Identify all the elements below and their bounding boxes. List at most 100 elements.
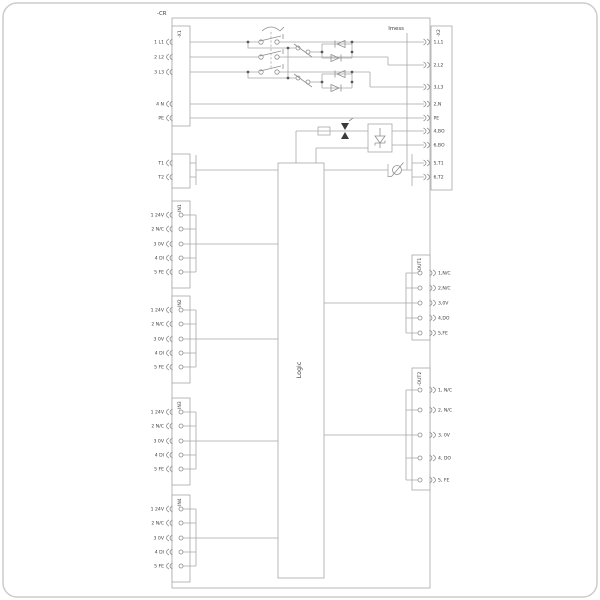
x2-pin-label: 6,BO	[434, 143, 445, 149]
in-pin-label: 2 N/C	[151, 322, 164, 328]
connector-in1: -IN1 1 24V 2 N/C 3 0V 4 DI 5 FE	[151, 200, 278, 289]
current-measurement: Imess	[388, 26, 408, 170]
x2-pin-label: 2,L2	[434, 63, 444, 69]
x2-pin-bo1: 4,BO	[423, 127, 445, 135]
out-pin-label: 1, N/C	[438, 388, 452, 394]
x2-pin-bo2: 6,BO	[423, 141, 445, 149]
in1-pin-3: 3 0V	[154, 240, 184, 248]
in2-pin-2: 2 N/C	[151, 320, 184, 328]
thyristor-pair-l1	[321, 39, 353, 63]
x2-pin-label: 3,L3	[434, 85, 444, 91]
in4-pin-2: 2 N/C	[151, 519, 184, 527]
in1-pin-4: 4 DI	[155, 254, 184, 262]
power-supply-box	[367, 123, 393, 153]
out2-pin-5: 5, FE	[417, 476, 449, 484]
in-pin-label: 3 0V	[154, 536, 165, 542]
main-contact-l2	[258, 49, 284, 60]
in-pin-label: 5 FE	[154, 365, 164, 371]
x1-pin-l1: 1 L1	[154, 38, 173, 46]
in4-pin-1: 1 24V	[151, 505, 184, 513]
out2-pin-2: 2, N/C	[417, 406, 452, 414]
tvs-diode-icon	[341, 117, 354, 139]
thyristor-pair-l3	[321, 69, 353, 93]
junction-dots	[246, 40, 354, 84]
fuse-icon	[317, 126, 331, 136]
x2-pin-label: PE	[434, 116, 440, 122]
diode-icon	[336, 69, 346, 79]
x2-pin-label: 6,T2	[434, 175, 444, 181]
in-pin-label: 4 DI	[155, 550, 164, 556]
in3-pin-4: 4 DI	[155, 451, 184, 459]
x2-pin-label: 1,L1	[434, 40, 444, 46]
thermistor-circuit	[190, 154, 424, 186]
in-pin-label: 5 FE	[154, 467, 164, 473]
logic-block: Logic	[277, 162, 325, 579]
x1-pin-label: PE	[158, 116, 164, 122]
in-pin-label: 5 FE	[154, 564, 164, 570]
out-pin-label: 5, FE	[438, 478, 449, 484]
in-pin-label: 4 DI	[155, 351, 164, 357]
in3-pin-3: 3 0V	[154, 437, 184, 445]
connector-in3: -IN3 1 24V 2 N/C 3 0V 4 DI 5 FE	[151, 397, 278, 486]
in3-pin-1: 1 24V	[151, 408, 184, 416]
main-contact-l3	[258, 64, 284, 75]
x1-pin-label: T2	[157, 175, 164, 181]
x2-pin-t1: 5,T1	[423, 159, 444, 167]
in1-pin-1: 1 24V	[151, 211, 184, 219]
in2-ref-label: -IN2	[177, 299, 183, 308]
x2-pin-l1: 1,L1	[423, 38, 444, 46]
bypass-contact-l3	[293, 73, 313, 88]
t1-t2-left-wires	[190, 155, 278, 185]
out-pin-label: 3,0V	[438, 301, 449, 307]
in-pin-label: 1 24V	[151, 507, 165, 513]
out-pin-label: 3, 0V	[438, 433, 451, 439]
out-pin-label: 4, DO	[438, 456, 451, 462]
out-pin-label: 5,FE	[438, 331, 448, 337]
x2-pin-label: 4,BO	[434, 129, 445, 135]
connector-out2: -OUT2 1, N/C 2, N/C 3, 0V 4, DO 5, FE	[324, 367, 452, 491]
x1-pin-t2: T2	[157, 173, 173, 181]
out1-pin-2: 2,N/C	[417, 284, 451, 292]
in2-pin-4: 4 DI	[155, 349, 184, 357]
in-pin-label: 1 24V	[151, 410, 165, 416]
connector-in4: -IN4 1 24V 2 N/C 3 0V 4 DI 5 FE	[151, 494, 278, 583]
x2-pin-n: 2,N	[423, 100, 442, 108]
x1-pin-l2: 2 L2	[154, 53, 173, 61]
out-pin-label: 1,N/C	[438, 271, 451, 277]
x2-pin-l3: 3,L3	[423, 83, 444, 91]
in4-pin-3: 3 0V	[154, 534, 184, 542]
main-contact-l1	[258, 34, 284, 45]
out2-pin-3: 3, 0V	[417, 431, 451, 439]
in2-pin-5: 5 FE	[154, 363, 184, 371]
in1-ref-label: -IN1	[177, 204, 183, 213]
out-pin-label: 2, N/C	[438, 408, 452, 414]
x1-pin-t1: T1	[157, 159, 173, 167]
in-pin-label: 3 0V	[154, 439, 165, 445]
diode-icon	[336, 39, 346, 49]
x2-pin-label: 5,T1	[434, 161, 444, 167]
in-pin-label: 4 DI	[155, 256, 164, 262]
out2-pin-4: 4, DO	[417, 454, 451, 462]
x2-ref-label: -X2	[436, 29, 442, 37]
hybrid-cell-l3	[247, 48, 353, 93]
main-contact-group	[258, 26, 285, 75]
in-pin-label: 2 N/C	[151, 521, 164, 527]
x1-pin-label: 4 N	[156, 102, 164, 108]
x2-pin-pe: PE	[423, 114, 440, 122]
out1-pin-5: 5,FE	[417, 329, 448, 337]
imess-label: Imess	[388, 26, 404, 32]
in4-pin-4: 4 DI	[155, 548, 184, 556]
out-pin-label: 2,N/C	[438, 286, 451, 292]
x1-pin-label: T1	[157, 161, 164, 167]
connector-in2: -IN2 1 24V 2 N/C 3 0V 4 DI 5 FE	[151, 295, 278, 384]
x1-pin-l3: 3 L3	[154, 68, 173, 76]
in2-pin-1: 1 24V	[151, 306, 184, 314]
in1-pin-2: 2 N/C	[151, 225, 184, 233]
x2-pin-label: 2,N	[434, 102, 442, 108]
logic-label: Logic	[295, 361, 303, 378]
out1-pin-3: 3,0V	[417, 299, 449, 307]
hybrid-cell-l1	[247, 39, 353, 63]
diode-icon	[330, 83, 340, 93]
device-box: -CR	[157, 11, 431, 589]
thermistor-icon	[387, 162, 404, 177]
